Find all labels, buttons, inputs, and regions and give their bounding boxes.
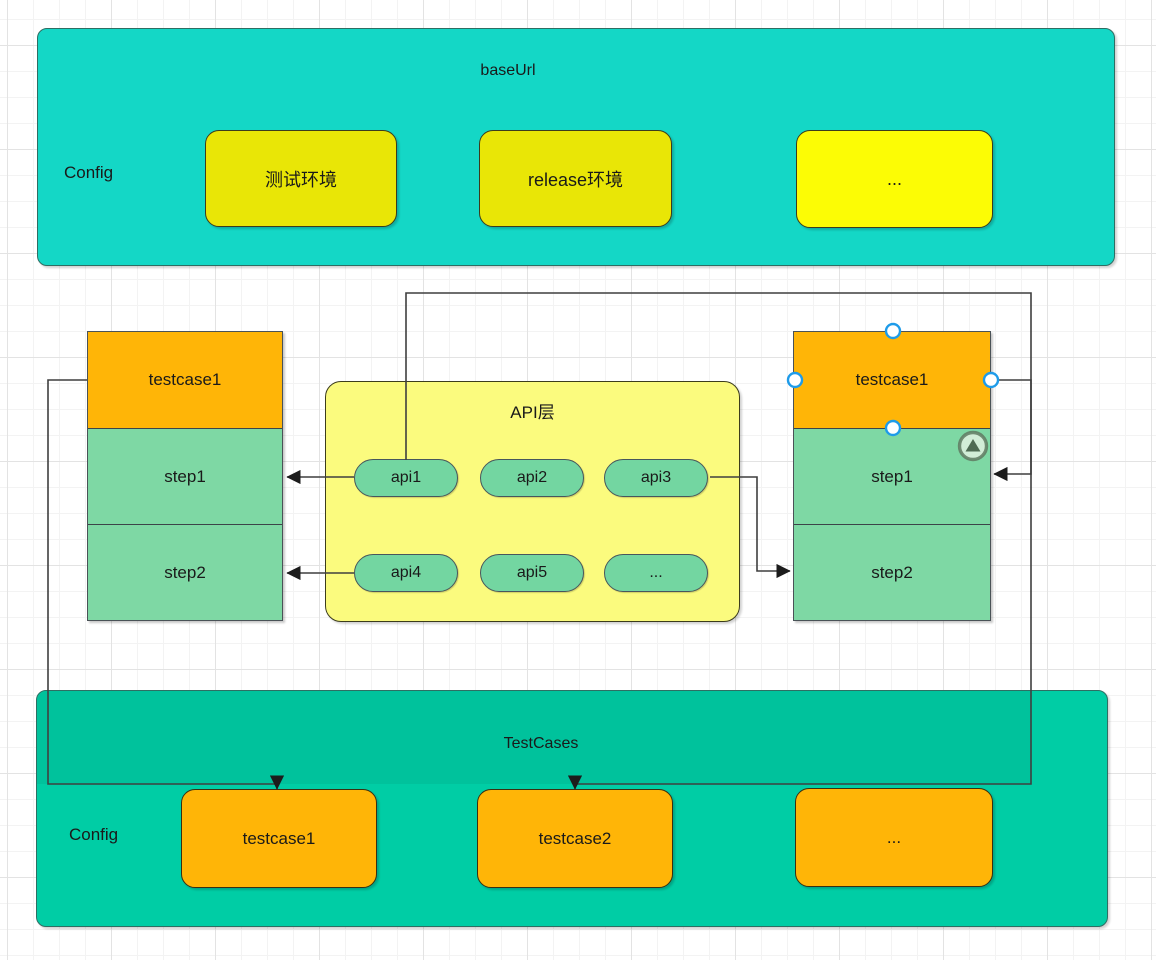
config-baseurl-container[interactable]: baseUrl Config 测试环境 release环境 ... (37, 28, 1115, 266)
api-pill-api4[interactable]: api4 (354, 554, 458, 592)
selection-handle-left[interactable] (786, 371, 804, 389)
api-pill-api1[interactable]: api1 (354, 459, 458, 497)
case-box-testcase1[interactable]: testcase1 (181, 789, 377, 888)
env-box-more[interactable]: ... (796, 130, 993, 228)
config-testcases-container[interactable]: TestCases Config testcase1 testcase2 ... (36, 690, 1108, 927)
connector-api1-to-right-step1[interactable] (405, 292, 1032, 482)
api2-label: api2 (516, 469, 548, 486)
selection-handle-top[interactable] (884, 322, 902, 340)
env-box-release-label: release环境 (527, 169, 624, 190)
case-testcase2-label: testcase2 (538, 828, 612, 848)
left-table-step1-label: step1 (164, 466, 206, 486)
case-box-more[interactable]: ... (795, 788, 993, 887)
api-pill-api5[interactable]: api5 (480, 554, 584, 592)
connector-righttable-to-testcase2[interactable] (567, 379, 1032, 790)
api-pill-api2[interactable]: api2 (480, 459, 584, 497)
case-box-testcase2[interactable]: testcase2 (477, 789, 673, 888)
left-table-step2-row[interactable]: step2 (88, 525, 282, 620)
api3-label: api3 (640, 469, 672, 486)
right-table-step1-row[interactable]: step1 (794, 429, 990, 525)
api1-label: api1 (390, 469, 422, 486)
right-table-step1-label: step1 (871, 466, 913, 486)
collapse-arrow-up-icon (965, 439, 981, 452)
left-testcase-table[interactable]: testcase1 step1 step2 (87, 331, 283, 621)
env-box-test[interactable]: 测试环境 (205, 130, 397, 227)
api-more-label: ... (649, 564, 663, 581)
left-table-header-label: testcase1 (148, 370, 222, 389)
left-table-step2-label: step2 (164, 562, 206, 582)
config-label-top: Config (64, 163, 114, 182)
selection-handle-bottom[interactable] (884, 419, 902, 437)
api4-label: api4 (390, 564, 422, 581)
right-testcase-table[interactable]: testcase1 step1 step2 (793, 331, 991, 621)
collapse-button[interactable] (957, 430, 989, 462)
api5-label: api5 (516, 564, 548, 581)
config-label-bottom: Config (69, 825, 119, 844)
right-table-step2-row[interactable]: step2 (794, 525, 990, 620)
env-box-more-label: ... (886, 168, 902, 189)
case-more-label: ... (886, 827, 902, 847)
right-table-step2-label: step2 (871, 562, 913, 582)
case-testcase1-label: testcase1 (242, 828, 316, 848)
api-layer-container[interactable]: API层 api1 api2 api3 api4 api5 ... (325, 381, 740, 622)
testcases-title: TestCases (503, 735, 579, 752)
api-pill-more[interactable]: ... (604, 554, 708, 592)
env-box-release[interactable]: release环境 (479, 130, 672, 227)
env-box-test-label: 测试环境 (265, 169, 337, 190)
right-table-header-label: testcase1 (855, 370, 929, 389)
connector-api3-to-right-step2[interactable] (710, 476, 791, 579)
connector-lefttable-to-testcase1[interactable] (47, 379, 285, 790)
left-table-step1-row[interactable]: step1 (88, 429, 282, 525)
api-pill-api3[interactable]: api3 (604, 459, 708, 497)
api-layer-title: API层 (510, 403, 555, 422)
selection-handle-right[interactable] (982, 371, 1000, 389)
right-table-header[interactable]: testcase1 (794, 332, 990, 429)
baseurl-title: baseUrl (480, 62, 536, 79)
left-table-header[interactable]: testcase1 (88, 332, 282, 429)
